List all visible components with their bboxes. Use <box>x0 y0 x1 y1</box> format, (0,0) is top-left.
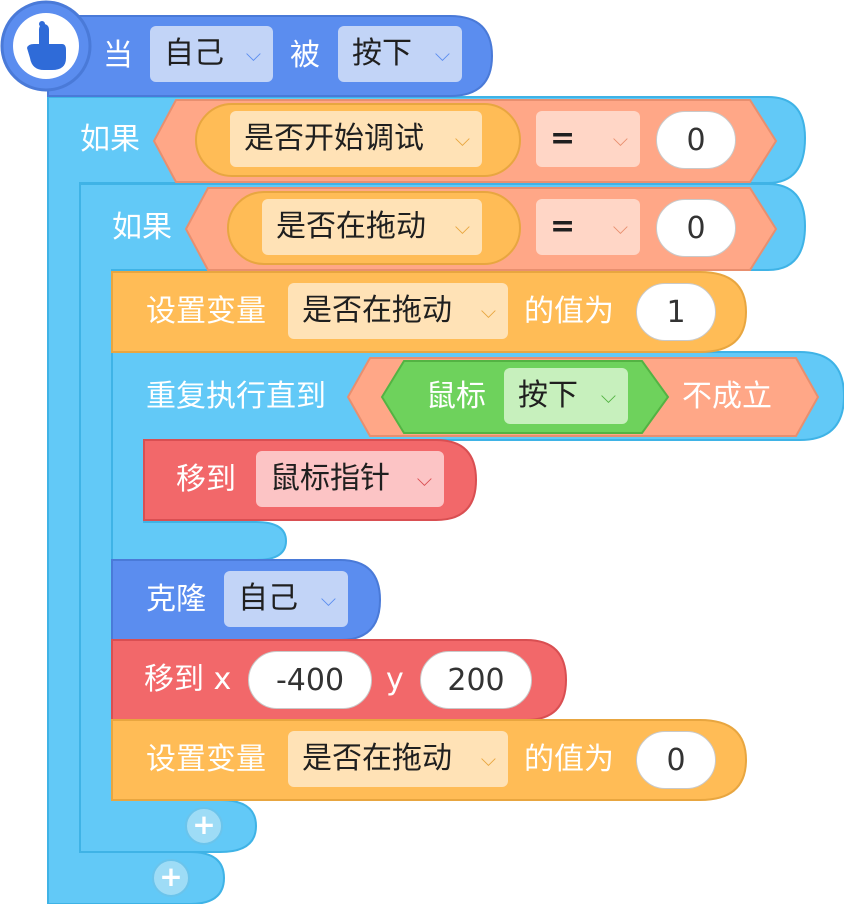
set2-label: 设置变量 <box>146 742 266 777</box>
if2-op-dropdown[interactable]: = ⌵ <box>536 199 640 255</box>
set2-value-input[interactable]: 0 <box>636 731 716 789</box>
chevron-down-icon: ⌵ <box>434 42 450 66</box>
chevron-down-icon: ⌵ <box>480 747 496 771</box>
move1-target-dropdown[interactable]: 鼠标指针 ⌵ <box>256 451 444 507</box>
chevron-down-icon: ⌵ <box>480 299 496 323</box>
set1-var-dropdown[interactable]: 是否在拖动 ⌵ <box>288 283 508 339</box>
chevron-down-icon: ⌵ <box>612 127 628 151</box>
set2-mid-label: 的值为 <box>524 742 614 777</box>
chevron-down-icon: ⌵ <box>454 215 470 239</box>
repeat-label: 重复执行直到 <box>146 379 326 414</box>
hat-event-value: 按下 <box>352 36 412 71</box>
if2-var-dropdown[interactable]: 是否在拖动 ⌵ <box>262 199 482 255</box>
repeat-state-dropdown[interactable]: 按下 ⌵ <box>504 368 628 424</box>
if2-var-value: 是否在拖动 <box>276 209 426 244</box>
if2-value-input[interactable]: 0 <box>656 199 736 257</box>
chevron-down-icon: ⌵ <box>416 467 432 491</box>
if2-op-value: = <box>550 209 576 244</box>
if1-var-dropdown[interactable]: 是否开始调试 ⌵ <box>230 111 482 167</box>
set1-label: 设置变量 <box>146 294 266 329</box>
move2-x-input[interactable]: -400 <box>248 651 372 709</box>
if1-var-value: 是否开始调试 <box>244 121 424 156</box>
hat-when-label: 当 <box>103 38 133 73</box>
hat-event-dropdown[interactable]: 按下 ⌵ <box>338 26 462 82</box>
add-else-inner-button[interactable]: + <box>185 807 223 845</box>
repeat-suffix-label: 不成立 <box>682 379 772 414</box>
repeat-sensor-label: 鼠标 <box>426 379 486 414</box>
if1-label: 如果 <box>80 122 140 157</box>
set2-var-value: 是否在拖动 <box>302 741 452 776</box>
chevron-down-icon: ⌵ <box>600 384 616 408</box>
clone-target-dropdown[interactable]: 自己 ⌵ <box>224 571 348 627</box>
chevron-down-icon: ⌵ <box>454 127 470 151</box>
hand-pointer-icon <box>27 21 66 70</box>
set1-mid-label: 的值为 <box>524 294 614 329</box>
set1-value-input[interactable]: 1 <box>636 283 716 341</box>
move1-target-value: 鼠标指针 <box>270 461 390 496</box>
set1-var-value: 是否在拖动 <box>302 293 452 328</box>
chevron-down-icon: ⌵ <box>245 42 261 66</box>
clone-target-value: 自己 <box>238 581 298 616</box>
if2-label: 如果 <box>112 210 172 245</box>
set2-var-dropdown[interactable]: 是否在拖动 ⌵ <box>288 731 508 787</box>
clone-label: 克隆 <box>146 582 206 617</box>
repeat-state-value: 按下 <box>518 378 578 413</box>
add-else-outer-button[interactable]: + <box>152 859 190 897</box>
move1-label: 移到 <box>176 462 236 497</box>
hat-target-dropdown[interactable]: 自己 ⌵ <box>150 26 273 82</box>
hat-by-label: 被 <box>290 38 320 73</box>
move2-y-label: y <box>386 662 404 697</box>
if1-op-dropdown[interactable]: = ⌵ <box>536 111 640 167</box>
hat-target-value: 自己 <box>164 36 224 71</box>
chevron-down-icon: ⌵ <box>612 215 628 239</box>
move2-label: 移到 x <box>144 662 232 697</box>
chevron-down-icon: ⌵ <box>320 587 336 611</box>
if1-op-value: = <box>550 121 576 156</box>
if1-value-input[interactable]: 0 <box>656 111 736 169</box>
move2-y-input[interactable]: 200 <box>420 651 532 709</box>
